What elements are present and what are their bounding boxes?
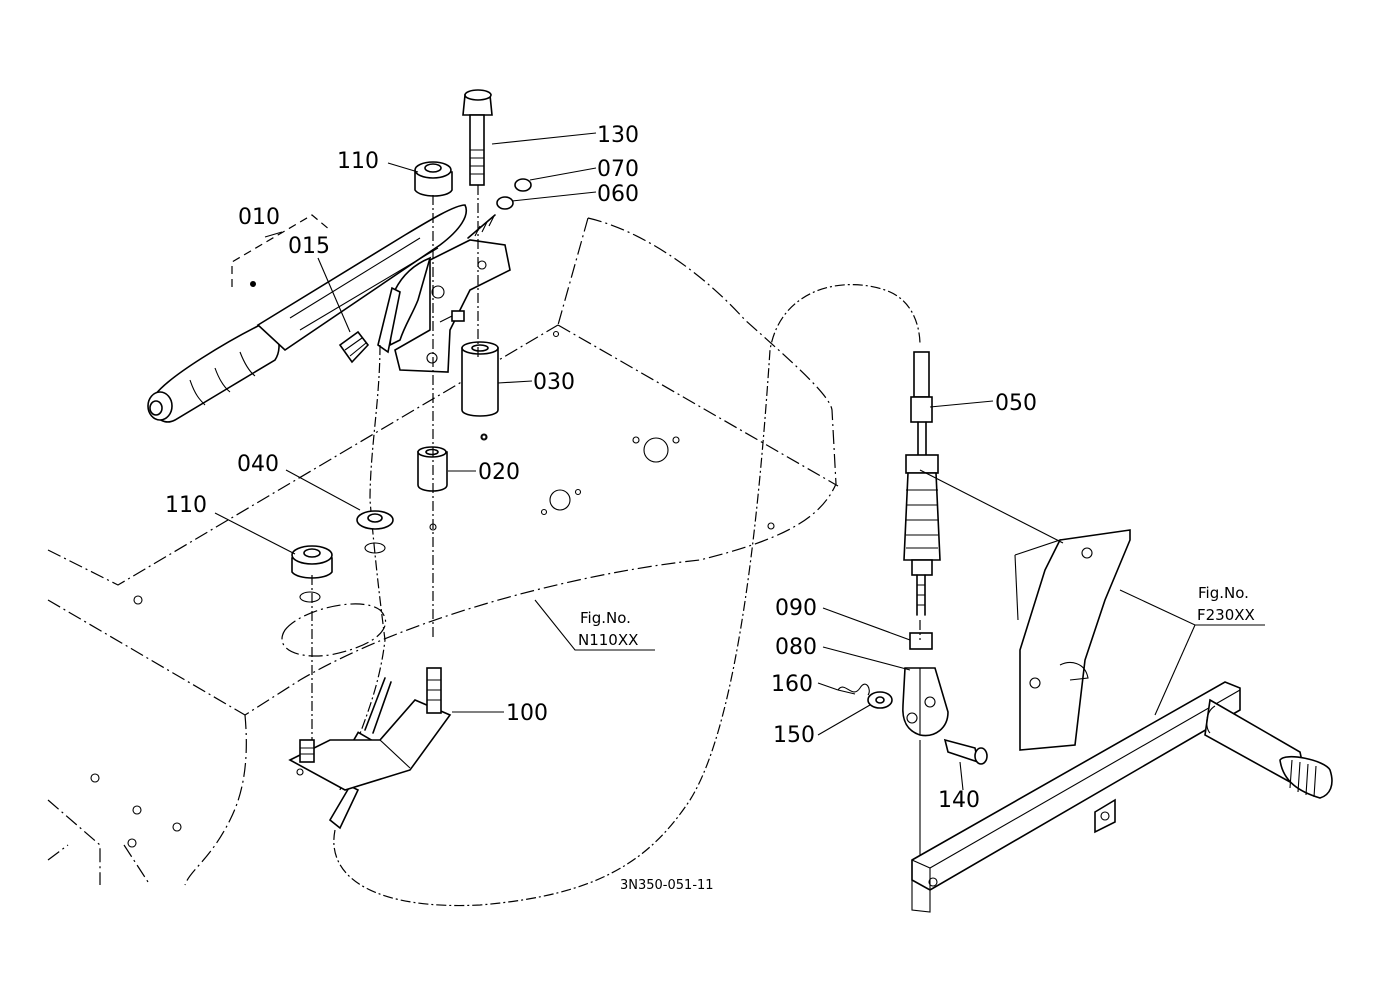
parking-brake-lever-icon [147,204,511,423]
bracket-icon [288,667,452,791]
collar-icon [356,341,499,530]
diagram-id: 3N350-051-11 [620,878,714,893]
cable-icon [328,284,941,907]
clevis-icon [837,667,949,737]
shaft-assembly [911,681,1333,913]
floor-frame [47,217,839,886]
callout-030: 030 [533,370,575,395]
callout-060: 060 [597,182,639,207]
pedal-plate [919,469,1131,751]
callout-015: 015 [288,234,330,259]
callout-080: 080 [775,635,817,660]
callout-090: 090 [775,596,817,621]
bolt-icon [462,89,493,186]
fig-ref-n110xx-line2: N110XX [578,631,638,649]
callout-140: 140 [938,788,980,813]
fig-ref-f230xx-line1: Fig.No. [1198,584,1249,602]
callout-110-bottom: 110 [165,493,207,518]
callout-160: 160 [771,672,813,697]
callout-050: 050 [995,391,1037,416]
callout-010: 010 [238,205,280,230]
fig-ref-f230xx-line2: F230XX [1197,606,1255,624]
callout-020: 020 [478,460,520,485]
alignment-lines [299,185,921,860]
callout-100: 100 [506,701,548,726]
fig-ref-n110xx-line1: Fig.No. [580,609,631,627]
callout-labels: 130 110 070 060 010 015 030 020 040 110 … [165,123,1255,893]
callout-110-top: 110 [337,149,379,174]
pin-icon [943,738,988,765]
callout-070: 070 [597,157,639,182]
leader-lines [214,132,1265,791]
nut-icon [291,161,933,650]
callout-150: 150 [773,723,815,748]
callout-130: 130 [597,123,639,148]
callout-040: 040 [237,452,279,477]
